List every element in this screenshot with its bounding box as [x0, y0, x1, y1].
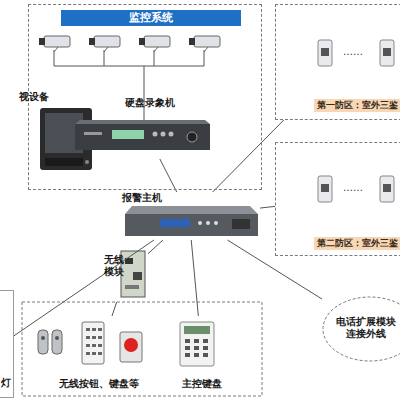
phone-module: 电话扩展模块连接外线 — [322, 296, 400, 362]
connector-line — [260, 206, 275, 208]
main-keypad: 主控键盘 — [172, 316, 232, 394]
detector-symbol — [318, 40, 394, 202]
node-text: 硬盘录象机 — [125, 97, 211, 109]
ellipsis-label: …… — [343, 182, 363, 193]
node-text: 第一防区：室外三鉴 — [314, 99, 400, 112]
connector-line — [14, 240, 154, 336]
camera-symbol — [189, 36, 220, 52]
camera-symbol — [89, 36, 120, 52]
alarm-host-symbol — [125, 206, 258, 236]
keypad-symbol — [180, 322, 214, 366]
camera-symbol — [39, 36, 70, 52]
node-text: 视设备 — [19, 91, 89, 103]
dvr-symbol — [75, 120, 210, 150]
node-text: 第二防区：室外三鉴 — [314, 237, 400, 250]
connector-line — [112, 302, 117, 316]
device-group-outline — [22, 302, 262, 396]
lamp-box: 灯 — [0, 290, 14, 398]
connector-line — [148, 240, 163, 254]
alarm-host: 报警主机 — [118, 192, 260, 240]
node-text: 无线模块 — [104, 254, 126, 278]
wireless-module: 无线模块 — [104, 246, 148, 302]
node-text: 监控系统 — [61, 10, 241, 26]
ellipse-outline — [323, 297, 400, 361]
monitoring-group: 监控系统视设备硬盘录象机 — [28, 4, 262, 190]
zone-box: 第二防区：室外三鉴 — [275, 142, 400, 256]
monitor-device: 视设备 — [17, 91, 97, 181]
camera-symbol — [139, 36, 170, 52]
connector-line — [191, 240, 198, 316]
node-text: 灯 — [1, 377, 14, 389]
dvr-device: 硬盘录象机 — [73, 97, 215, 159]
zone-box: 第一防区：室外三鉴 — [275, 4, 400, 120]
remote-symbol — [38, 322, 142, 364]
wireless-devices: 无线按钮、键盘等 — [28, 316, 170, 394]
node-text: 电话扩展模块连接外线 — [336, 316, 396, 340]
node-text: 主控键盘 — [174, 378, 230, 390]
ellipsis-label: …… — [343, 46, 363, 57]
connector-line — [160, 159, 177, 192]
connector-line — [213, 120, 284, 192]
wireless-module-symbol — [121, 251, 145, 297]
node-text: 报警主机 — [122, 192, 192, 204]
node-text: 无线按钮、键盘等 — [32, 378, 166, 390]
